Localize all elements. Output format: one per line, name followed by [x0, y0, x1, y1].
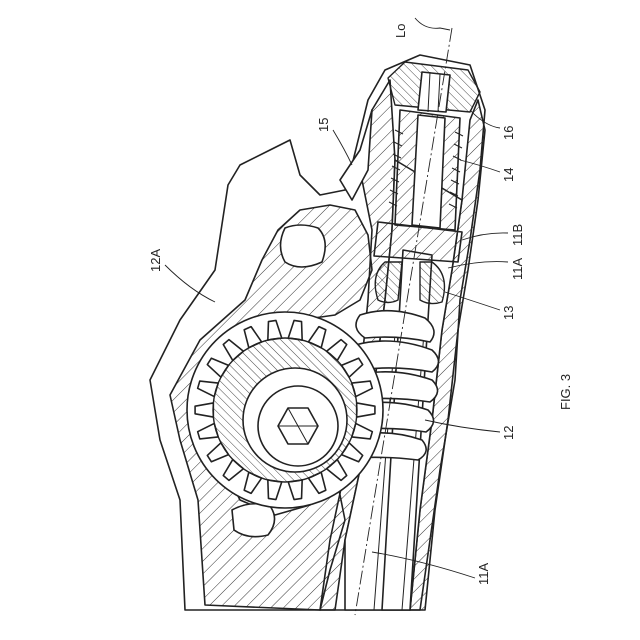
housing-window-lower — [232, 504, 275, 537]
label-15: 15 — [316, 118, 331, 132]
label-12: 12 — [501, 426, 516, 440]
label-Lo: Lo — [393, 24, 408, 38]
label-11A-bottom: 11A — [476, 563, 491, 585]
label-13: 13 — [501, 306, 516, 320]
label-11A-top: 11A — [510, 258, 525, 280]
label-14: 14 — [501, 168, 516, 182]
figure-caption: FIG. 3 — [558, 374, 573, 410]
worm-wheel-12A — [187, 312, 383, 508]
nut-cap-bore — [418, 72, 450, 112]
label-16: 16 — [501, 126, 516, 140]
gear-tooth — [357, 403, 375, 417]
label-12A: 12A — [148, 249, 163, 272]
housing-window-upper — [281, 225, 326, 267]
label-11B: 11B — [510, 224, 525, 246]
bearing-13-left — [375, 262, 402, 303]
gear-tooth — [195, 403, 213, 417]
